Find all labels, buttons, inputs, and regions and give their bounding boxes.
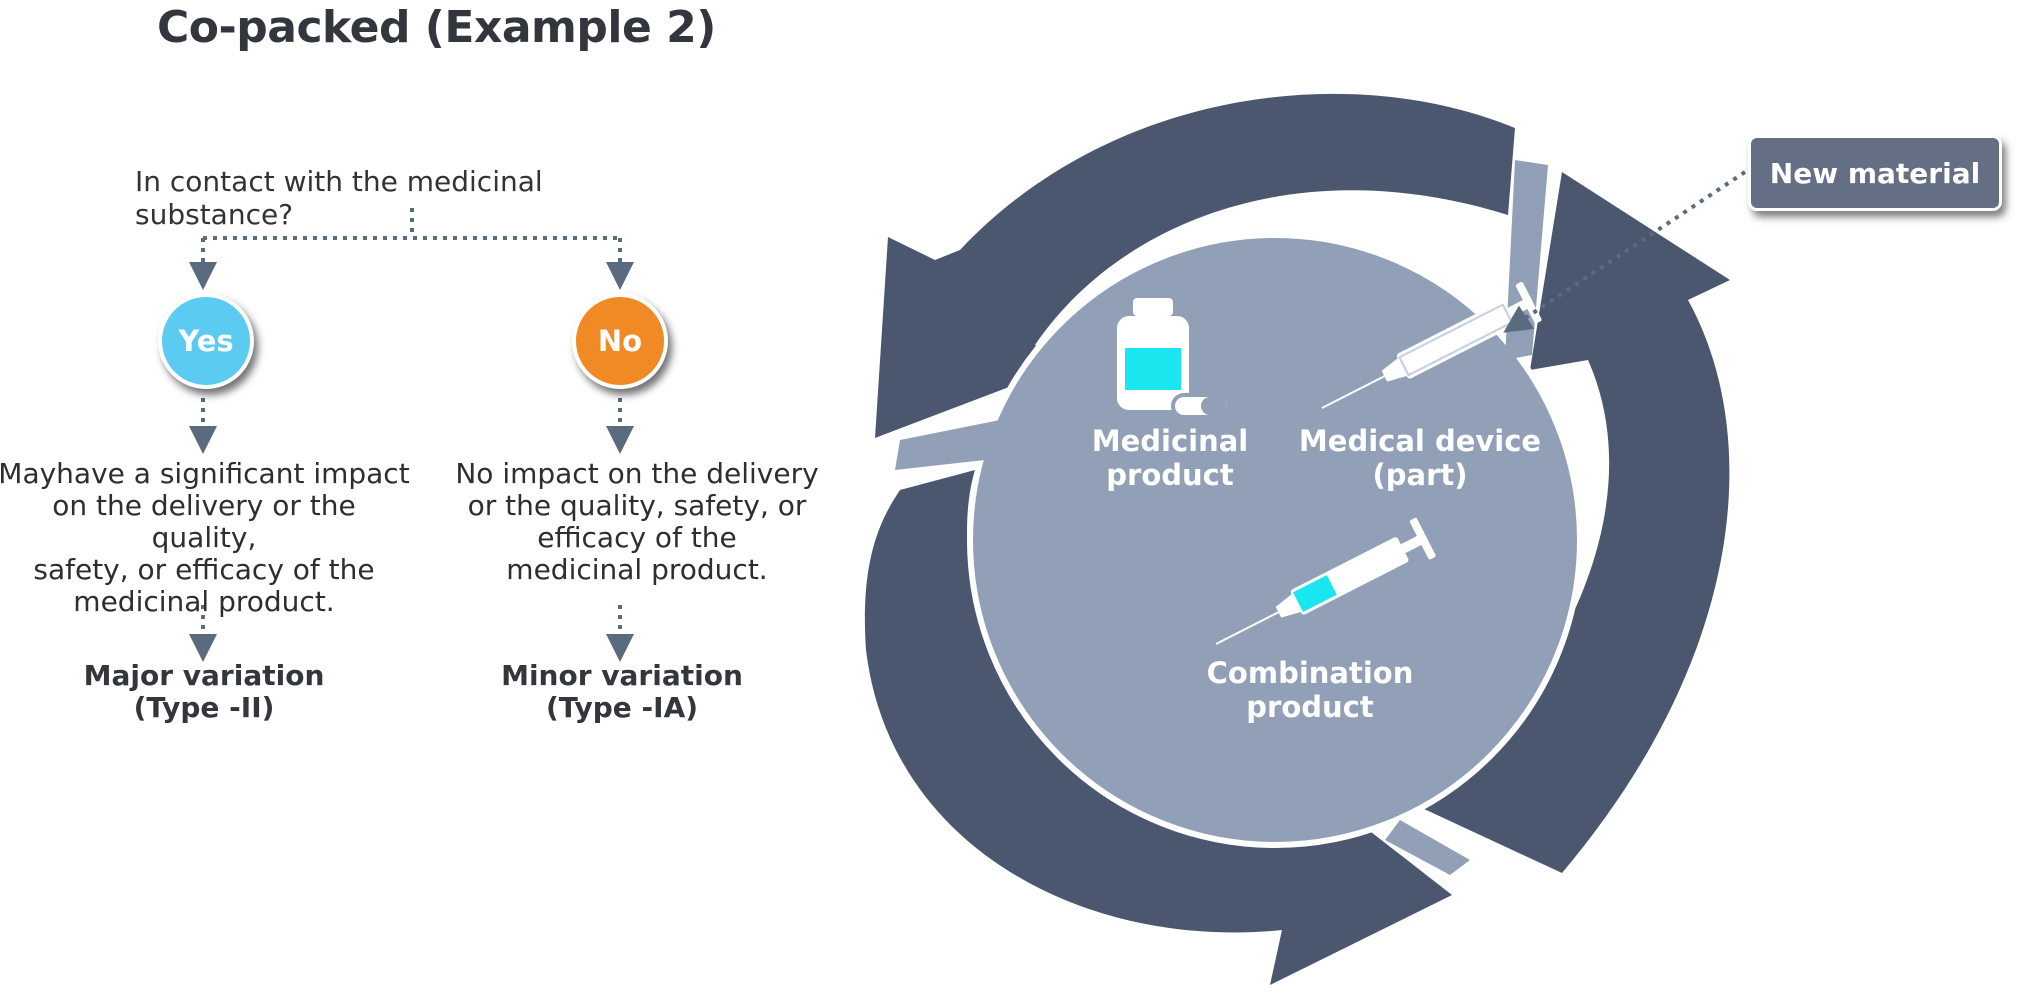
no-description-line: medicinal product. (506, 553, 768, 586)
yes-description-line: Mayhave a significant impact (0, 457, 410, 490)
medicinal-product-label: Medicinal product (1080, 424, 1260, 492)
minor-variation-line: (Type -IA) (545, 691, 699, 724)
minor-variation: Minor variation (Type -IA) (482, 660, 762, 724)
yes-label: Yes (178, 324, 234, 358)
combination-product-line: product (1246, 690, 1374, 724)
medical-device-line: (part) (1372, 458, 1468, 492)
combination-product-line: Combination (1206, 656, 1414, 690)
flow-question: In contact with the medicinal substance? (135, 165, 543, 231)
callout-pointer (1503, 170, 1747, 333)
medical-device-label: Medical device (part) (1290, 424, 1550, 492)
no-label: No (597, 324, 643, 358)
no-description-line: or the quality, safety, or (467, 489, 807, 522)
medicinal-product-line: product (1106, 458, 1234, 492)
yes-description-line: safety, or efficacy of the (33, 553, 375, 586)
cycle-arrow-bottom-left (864, 470, 1452, 985)
yes-description-line: on the delivery or the quality, (52, 489, 356, 554)
medicine-bottle-icon (1117, 298, 1231, 419)
yes-badge: Yes (158, 293, 254, 389)
major-variation: Major variation (Type -II) (64, 660, 344, 724)
cycle-arrow-right (1422, 172, 1730, 873)
page-title: Co-packed (Example 2) (157, 2, 716, 53)
syringe-combination-icon (1215, 517, 1436, 645)
medicinal-product-line: Medicinal (1091, 424, 1249, 458)
combination-product-label: Combination product (1180, 656, 1440, 724)
no-description-line: No impact on the delivery (455, 457, 819, 490)
no-description: No impact on the delivery or the quality… (452, 458, 822, 586)
flow-connectors (189, 208, 634, 662)
no-description-line: efficacy of the (537, 521, 737, 554)
no-badge: No (572, 293, 668, 389)
medical-device-line: Medical device (1298, 424, 1542, 458)
major-variation-line: Major variation (83, 659, 325, 692)
new-material-callout: New material (1748, 135, 2002, 211)
yes-description-line: medicinal product. (73, 585, 335, 618)
yes-description: Mayhave a significant impact on the deli… (0, 458, 412, 618)
cycle-ring (864, 93, 1730, 985)
major-variation-line: (Type -II) (133, 691, 275, 724)
minor-variation-line: Minor variation (501, 659, 743, 692)
